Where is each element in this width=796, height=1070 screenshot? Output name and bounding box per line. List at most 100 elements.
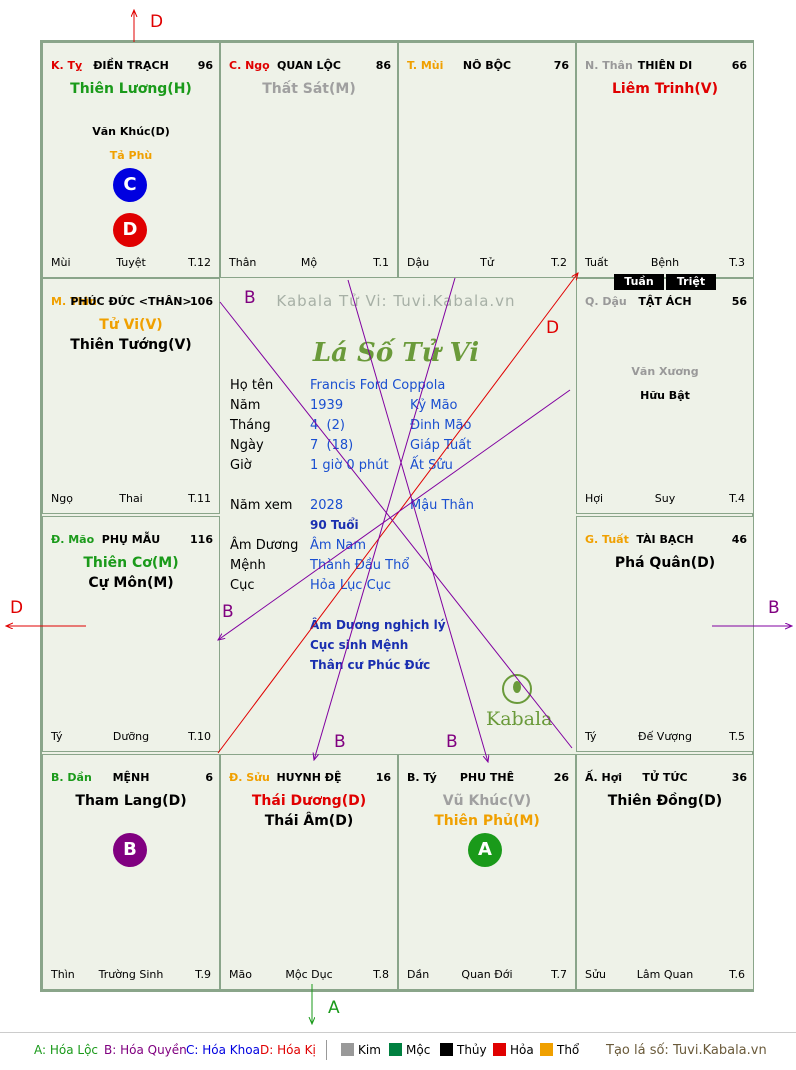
palace-score: 76 bbox=[553, 59, 569, 72]
line-b-suu bbox=[314, 277, 456, 760]
palace-footer-branch: Tý bbox=[585, 730, 597, 743]
main-star: Thái Âm(D) bbox=[264, 813, 354, 829]
main-star: Thiên Phủ(M) bbox=[434, 813, 540, 829]
kabala-logo: Kabala bbox=[486, 708, 553, 730]
legend-hoa-khoa: C: Hóa Khoa bbox=[186, 1043, 260, 1057]
palace-footer-stage: Trường Sinh bbox=[98, 968, 164, 981]
transform-badge-dan-b: B bbox=[113, 833, 147, 867]
palace-footer-stage: Quan Đới bbox=[461, 968, 513, 981]
palace-footer-month: T.8 bbox=[373, 968, 389, 981]
palace-name: PHU THÊ bbox=[459, 771, 515, 784]
line-label-b3: B bbox=[334, 732, 346, 752]
palace-score: 96 bbox=[197, 59, 213, 72]
palace-branch: Đ. Mão bbox=[51, 533, 95, 546]
palace-footer-branch: Mão bbox=[229, 968, 252, 981]
main-star: Thiên Lương(H) bbox=[70, 81, 192, 97]
palace-footer-month: T.5 bbox=[729, 730, 745, 743]
palace-footer-stage: Đế Vượng bbox=[638, 730, 692, 743]
palace-score: 106 bbox=[190, 295, 213, 308]
palace-score: 86 bbox=[375, 59, 391, 72]
line-d-tuat bbox=[217, 273, 578, 754]
main-stars: Tử Vi(V)Thiên Tướng(V) bbox=[43, 315, 219, 355]
main-star: Tham Lang(D) bbox=[75, 793, 187, 809]
main-stars: Thiên Lương(H) bbox=[43, 79, 219, 99]
main-stars: Thái Dương(D)Thái Âm(D) bbox=[221, 791, 397, 831]
palace-score: 46 bbox=[731, 533, 747, 546]
line-b-ty bbox=[219, 301, 573, 749]
main-stars: Thất Sát(M) bbox=[221, 79, 397, 99]
tho-swatch-icon bbox=[540, 1043, 553, 1056]
value-yin-yang: Âm Nam bbox=[310, 538, 367, 553]
note-2: Cục sinh Mệnh bbox=[310, 638, 409, 652]
legend-hoa-quyen: B: Hóa Quyền bbox=[104, 1043, 187, 1057]
palace-footer-branch: Thân bbox=[229, 256, 257, 269]
main-star: Vũ Khúc(V) bbox=[442, 793, 532, 809]
minor-star: Tả Phù bbox=[109, 149, 153, 162]
palace-name: HUYNH ĐỆ bbox=[276, 771, 342, 784]
label-month: Tháng bbox=[230, 418, 271, 433]
main-star: Liêm Trinh(V) bbox=[612, 81, 718, 97]
label-year: Năm bbox=[230, 398, 261, 413]
line-b-tyrat bbox=[347, 279, 488, 762]
label-bureau: Cục bbox=[230, 578, 255, 593]
arrow-right-label: B bbox=[768, 598, 780, 618]
minor-star: Văn Khúc(D) bbox=[92, 125, 170, 138]
palace-name: TÀI BẠCH bbox=[636, 533, 694, 546]
label-day: Ngày bbox=[230, 438, 264, 453]
palace-name: ĐIỀN TRẠCH bbox=[93, 59, 169, 72]
palace-name: MỆNH bbox=[112, 771, 150, 784]
legend-hoa-loc: A: Hóa Lộc bbox=[34, 1043, 99, 1057]
center-title: Lá Số Tử Vi bbox=[312, 338, 480, 368]
palace-footer-branch: Hợi bbox=[585, 492, 604, 505]
main-stars: Liêm Trinh(V) bbox=[577, 79, 753, 99]
thuy-swatch-icon bbox=[440, 1043, 453, 1056]
label-name: Họ tên bbox=[230, 378, 274, 393]
palace-score: 36 bbox=[731, 771, 747, 784]
value-year-can: Kỷ Mão bbox=[410, 398, 458, 413]
main-star: Cự Môn(M) bbox=[88, 575, 174, 591]
legend-hoa: Hỏa bbox=[493, 1043, 534, 1057]
palace-score: 66 bbox=[731, 59, 747, 72]
transform-badge-ty-c: C bbox=[113, 168, 147, 202]
palace-footer-branch: Mùi bbox=[51, 256, 71, 269]
palace-branch: K. Tỵ bbox=[51, 59, 83, 72]
palace-footer-month: T.4 bbox=[729, 492, 745, 505]
arrow-bottom-label: A bbox=[328, 998, 340, 1018]
value-month-can: Đinh Mão bbox=[410, 418, 472, 433]
palace-branch: Ấ. Hợi bbox=[585, 771, 623, 784]
legend-site-link[interactable]: Tạo lá số: Tuvi.Kabala.vn bbox=[606, 1043, 767, 1058]
main-star: Thất Sát(M) bbox=[262, 81, 356, 97]
palace-name: TỬ TỨC bbox=[642, 771, 688, 784]
palace-footer-month: T.9 bbox=[195, 968, 211, 981]
arrow-left-label: D bbox=[10, 598, 24, 618]
palace-footer-month: T.10 bbox=[188, 730, 211, 743]
tuan-tag: Tuần bbox=[614, 274, 664, 290]
legend-kim: Kim bbox=[341, 1043, 381, 1057]
main-star: Thiên Đồng(D) bbox=[607, 793, 723, 809]
main-stars: Tham Lang(D) bbox=[43, 791, 219, 811]
palace-footer-stage: Suy bbox=[654, 492, 676, 505]
legend-separator bbox=[326, 1040, 327, 1060]
palace-footer-branch: Dần bbox=[407, 968, 430, 981]
line-b-than bbox=[218, 389, 571, 640]
palace-branch: B. Dần bbox=[51, 771, 92, 784]
palace-footer-month: T.1 bbox=[373, 256, 389, 269]
palace-footer-branch: Tý bbox=[51, 730, 63, 743]
legend-thuy: Thủy bbox=[440, 1043, 487, 1057]
palace-footer-stage: Thai bbox=[119, 492, 143, 505]
transform-badge-ty-d: D bbox=[113, 213, 147, 247]
main-stars: Phá Quân(D) bbox=[577, 553, 753, 573]
line-label-b4: B bbox=[446, 732, 458, 752]
